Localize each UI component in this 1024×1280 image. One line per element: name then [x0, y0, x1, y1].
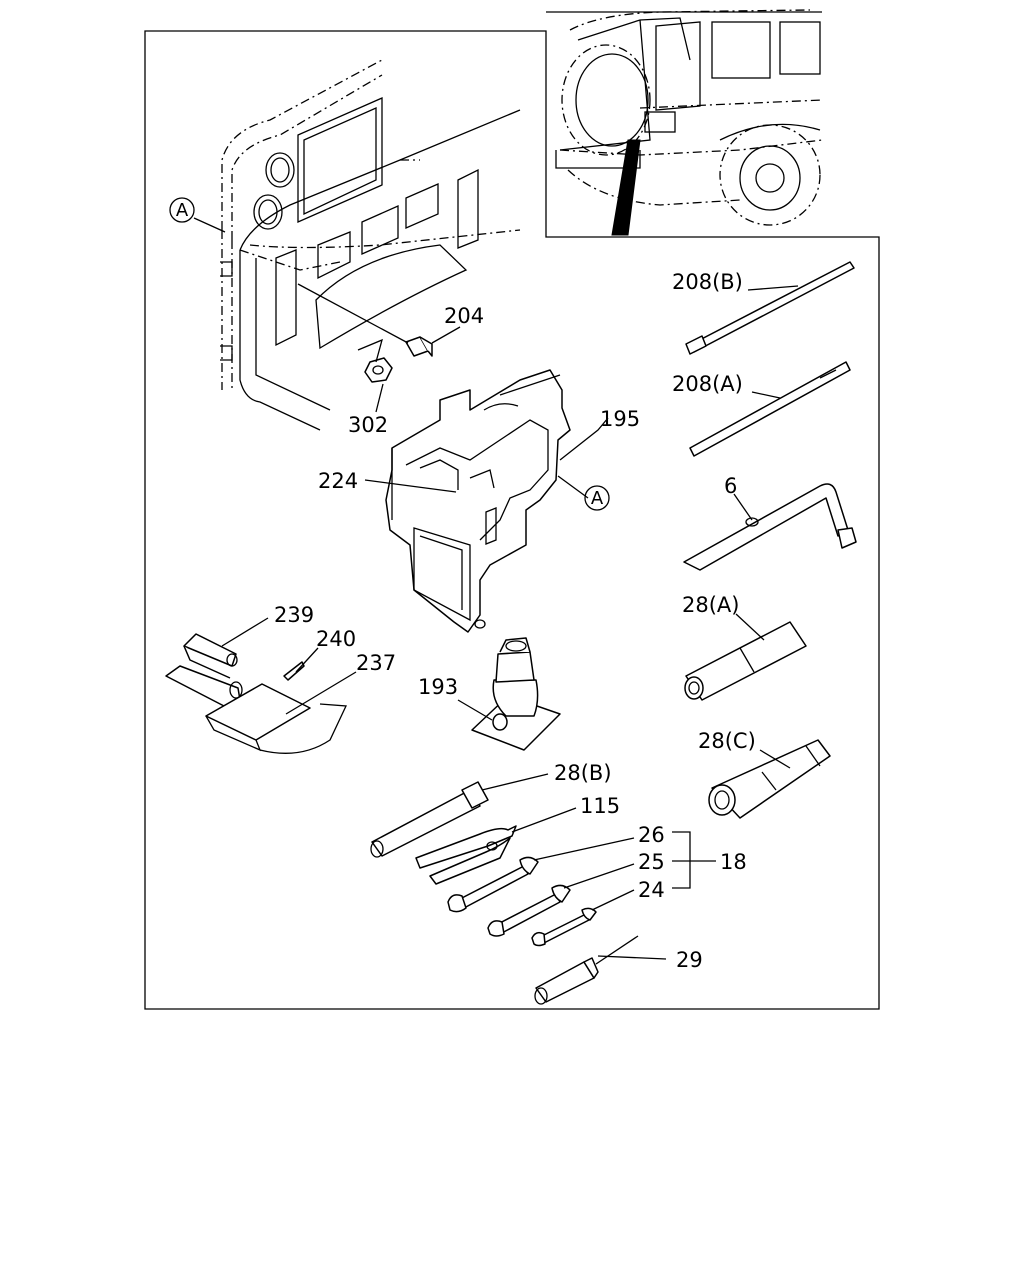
part-239-clip [183, 633, 238, 679]
callout-24: 24 [638, 878, 665, 902]
part-302-nut [364, 357, 393, 383]
part-28c-socket [708, 739, 831, 819]
part-208b-extension-bar [685, 261, 855, 355]
diagram-frame [144, 30, 880, 1010]
part-115-pliers [415, 825, 517, 885]
part-193-jack [471, 637, 561, 751]
callout-28a: 28(A) [682, 593, 739, 617]
reference-marker-a-1-label: A [176, 200, 189, 221]
part-25-wrench [487, 884, 571, 937]
callout-237: 237 [356, 651, 396, 675]
callout-224: 224 [318, 469, 358, 493]
callout-25: 25 [638, 850, 665, 874]
callout-115: 115 [580, 794, 620, 818]
part-204-bolt [405, 336, 433, 357]
callout-6: 6 [724, 474, 737, 498]
part-29-screwdriver [534, 935, 639, 1005]
part-208a-extension-bar [689, 361, 851, 457]
reference-marker-a-2-label: A [591, 488, 604, 509]
part-28b-pipe [370, 781, 489, 858]
callout-28b: 28(B) [554, 761, 612, 785]
callout-26: 26 [638, 823, 665, 847]
rear-door-panel [220, 59, 521, 431]
callout-28c: 28(C) [698, 729, 756, 753]
part-237-tool-bag [165, 665, 347, 754]
part-28a-socket [684, 621, 807, 701]
callout-18: 18 [720, 850, 747, 874]
callout-240: 240 [316, 627, 356, 651]
callout-302: 302 [348, 413, 388, 437]
reference-marker-a-2: A [584, 485, 610, 511]
callout-193: 193 [418, 675, 458, 699]
leader-lines [193, 217, 799, 960]
part-26-wrench [447, 856, 539, 913]
part-240-pin [283, 661, 305, 681]
part-24-wrench [531, 907, 597, 947]
vehicle-inset [546, 9, 823, 236]
callout-204: 204 [444, 304, 484, 328]
callout-195: 195 [600, 407, 640, 431]
callout-labels: 204 302 195 224 208(B) 208(A) 6 28(A) 28… [274, 270, 756, 972]
part-6-lug-wrench [683, 483, 857, 571]
callout-208a: 208(A) [672, 372, 743, 396]
part-195-tool-holder [385, 369, 571, 633]
callout-29: 29 [676, 948, 703, 972]
reference-marker-a-1: A [169, 197, 195, 223]
callout-239: 239 [274, 603, 314, 627]
callout-208b: 208(B) [672, 270, 743, 294]
